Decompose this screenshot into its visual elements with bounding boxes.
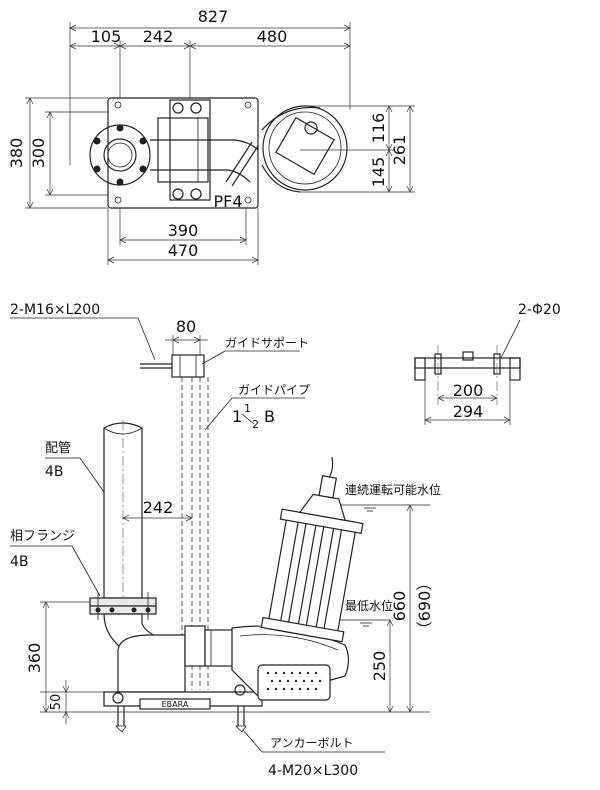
side-view: 2-M16×L200 80 ガイドサポート ガイドパイプ 1 1 2 B bbox=[10, 302, 441, 779]
dim-80: 80 bbox=[176, 317, 196, 336]
dim-242: 242 bbox=[143, 27, 174, 46]
dim-470: 470 bbox=[168, 241, 199, 260]
guide-support bbox=[171, 354, 205, 378]
dim-827: 827 bbox=[198, 7, 229, 26]
dim-200: 200 bbox=[453, 381, 484, 400]
guide-support-label: ガイドサポート bbox=[225, 336, 309, 350]
dim-250: 250 bbox=[370, 651, 389, 682]
dim-105: 105 bbox=[91, 27, 122, 46]
dim-660: 660 bbox=[390, 591, 409, 622]
dim-145: 145 bbox=[369, 157, 388, 188]
guide-pipe-size-den: 2 bbox=[252, 418, 259, 431]
mating-flange-size: 4B bbox=[10, 554, 29, 570]
anchor-bolt-spec: 4-M20×L300 bbox=[268, 763, 358, 779]
dim-50: 50 bbox=[49, 694, 64, 711]
dim-690: （690） bbox=[415, 575, 434, 638]
base-marking: EBARA bbox=[162, 700, 189, 709]
dim-360: 360 bbox=[25, 643, 44, 674]
dim-116: 116 bbox=[369, 113, 388, 144]
guide-pipe-size-num: 1 bbox=[244, 402, 251, 415]
guide-pipe-size-unit: B bbox=[264, 407, 275, 426]
mating-flange-label: 相フランジ bbox=[10, 529, 75, 544]
guide-pipe-label: ガイドパイプ bbox=[238, 383, 310, 397]
dim-300: 300 bbox=[29, 138, 48, 169]
dim-390: 390 bbox=[168, 221, 199, 240]
top-view: 827 105 242 480 bbox=[7, 7, 415, 265]
bolt-label: 2-M16×L200 bbox=[10, 302, 100, 318]
anchor-bolt-label: アンカーボルト bbox=[270, 736, 354, 750]
piping-label: 配管 bbox=[45, 441, 71, 456]
min-level-label: 最低水位 bbox=[345, 598, 393, 613]
strainer bbox=[257, 664, 331, 701]
dim-242-side: 242 bbox=[143, 498, 174, 517]
dim-261: 261 bbox=[390, 135, 409, 166]
guide-pipe-size-whole: 1 bbox=[232, 407, 242, 426]
strainer-holes bbox=[266, 671, 322, 691]
dim-294: 294 bbox=[453, 402, 484, 421]
base-body bbox=[117, 634, 186, 693]
pf4-label: PF4 bbox=[213, 192, 242, 211]
dim-480: 480 bbox=[257, 27, 288, 46]
continuous-level-label: 連続運転可能水位 bbox=[345, 482, 441, 497]
guide-support-view: 2-Φ20 200 294 bbox=[414, 302, 561, 425]
pump-motor bbox=[260, 456, 364, 643]
mating-flange bbox=[89, 597, 157, 607]
phi-label: 2-Φ20 bbox=[518, 302, 561, 318]
dim-380: 380 bbox=[7, 138, 26, 169]
piping-size: 4B bbox=[45, 464, 64, 480]
